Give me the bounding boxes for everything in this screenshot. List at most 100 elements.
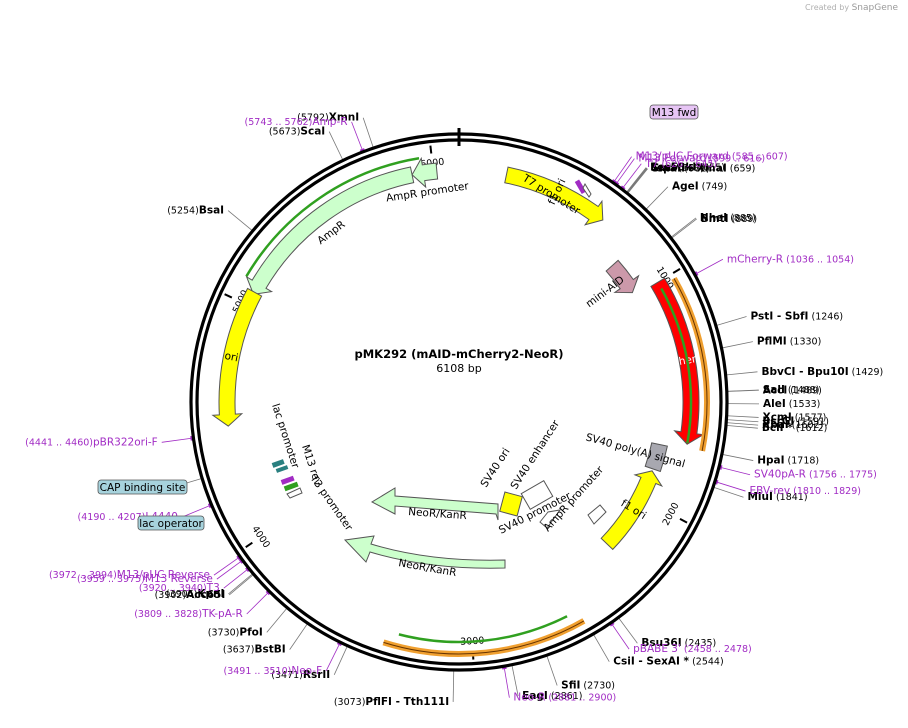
site-bsrgi-name: BsrGI	[762, 416, 794, 428]
primer-pbabe-3--name: pBABE 3'	[633, 643, 681, 655]
credit-prefix: Created by	[805, 3, 850, 12]
site-hpai-pos: (1718)	[785, 456, 820, 467]
site-mlui-name: MluI	[747, 491, 772, 503]
site-bbvci-pos: (1429)	[849, 367, 884, 378]
primer-pbabe-3--mark	[609, 622, 615, 627]
primer-t7-name: T7	[644, 158, 658, 170]
site-agei-name: AgeI	[672, 181, 699, 193]
lac-operator-box	[137, 515, 205, 531]
site-sfii-pos: (2730)	[580, 680, 615, 691]
tick-label-2000: 2000	[661, 501, 682, 528]
site-acc65i-label: (3902)Acc65I	[155, 589, 226, 601]
backbone-outer	[189, 132, 729, 672]
site-xbai-name: XbaI	[762, 419, 789, 431]
primer-t3-label: (3920 .. 3940)T3	[139, 582, 220, 594]
tick-mark-4000	[245, 541, 253, 549]
primer-ebv-rev-leader	[714, 481, 746, 492]
site-xcmi-leader	[726, 415, 759, 418]
site-sfii-leader	[546, 655, 558, 686]
site-alei-pos: (1533)	[786, 399, 821, 410]
site-bstbi-pos: (3637)	[223, 645, 255, 656]
site-alei-label: AleI (1533)	[763, 398, 820, 410]
site-kpni-pos: (3906)	[166, 589, 198, 600]
site-eagi-leader	[511, 664, 519, 697]
site-eagi-label: EagI (2861)	[522, 690, 582, 702]
site-acc65i-pos: (3902)	[155, 590, 187, 601]
primer-sv40pa-r-name: SV40pA-R	[754, 469, 806, 481]
primer-t7-leader	[621, 163, 642, 190]
neor-kanr-inner-label: NeoR/KanR	[408, 506, 467, 522]
backbone-rings	[189, 132, 729, 672]
primer-band	[383, 620, 585, 655]
site-smai-pos: (661)	[681, 164, 710, 175]
primer-m13-puc-reverse-pos: (3972 .. 3994)	[49, 570, 117, 581]
primer-amp-r-label: (5743 .. 5762)Amp-R	[245, 116, 348, 128]
site-kpni-label: (3906)KpnI	[166, 588, 225, 600]
primer-tk-pa-r-mark	[265, 590, 271, 596]
site-csii-label: CsiI - SexAI * (2544)	[613, 656, 723, 668]
site-pflmi-name: PflMI	[757, 336, 787, 348]
feature-label-5: SV40 poly(A) signal	[584, 431, 686, 470]
site-pfoi-leader	[266, 607, 288, 633]
cap-binding-site-label: CAP binding site	[100, 482, 186, 494]
site-acci-leader	[726, 389, 759, 392]
plasmid-length: 6108 bp	[436, 362, 481, 375]
t3-promoter-label: T3 promoter	[307, 472, 355, 534]
neor-kanr-inner-arrow	[370, 487, 499, 521]
site-bbvci-name: BbvCI - Bpu10I	[761, 366, 848, 378]
primer-t3-pos: (3920 .. 3940)	[139, 583, 207, 594]
primer-ebv-rev-mark	[715, 479, 719, 485]
site-saci-pos: (657)	[675, 163, 704, 174]
primer-ebv-rev-pos: (1810 .. 1829)	[790, 486, 861, 497]
primer-m13-puc-forward-pos: (585 .. 607)	[729, 152, 788, 163]
primer-l4440-pos: (4190 .. 4207)	[78, 512, 146, 523]
site-pflfi-label: (3073)PflFI - Tth111I	[334, 696, 449, 708]
primer-neo-f-mark	[336, 642, 342, 646]
site-acci-name: AccI	[763, 384, 787, 396]
site-xcmi-pos: (1577)	[792, 412, 827, 423]
site-bsai-leader	[227, 210, 253, 232]
site-eagi-pos: (2861)	[548, 691, 583, 702]
site-kpni-name: KpnI	[197, 588, 224, 600]
primer-neo-r-pos: (2881 .. 2900)	[545, 693, 616, 704]
site-smai-name: SmaI	[652, 163, 682, 175]
snapgene-credit: Created by SnapGene	[805, 3, 898, 13]
site-hpai-name: HpaI	[757, 455, 784, 467]
cap-binding-site-box	[97, 479, 188, 495]
site-pflfi-pos: (3073)	[334, 697, 366, 708]
site-sfii-label: SfiI (2730)	[561, 679, 615, 691]
site-bcli--leader	[725, 425, 758, 429]
primer-pbr322ori-f-mark	[190, 435, 193, 441]
primer-sv40pa-r-leader	[718, 466, 751, 476]
site-tspmi-pos: (659)	[727, 163, 756, 174]
primer-m13-puc-reverse-name: M13/pUC Reverse	[117, 569, 210, 581]
site-xmni-pos: (5792)	[297, 113, 329, 124]
primer-m13-reverse-name: M13 Reverse	[145, 573, 213, 585]
site-sali-label: SalI (1488)	[763, 384, 820, 396]
site-bsai-name: BsaI	[199, 205, 224, 217]
site-tspmi-leader	[626, 168, 648, 194]
primer-m13-reverse-mark	[238, 559, 244, 564]
site-bstbi-name: BstBI	[254, 644, 285, 656]
primer-neo-r-name: Neo-R	[513, 692, 545, 704]
primer-band	[673, 278, 708, 452]
primer-tk-pa-r-name: TK-pA-R	[201, 608, 243, 620]
site-nhei-name: NheI	[700, 212, 727, 224]
feature-label-6: ori	[224, 350, 240, 364]
site-sali-name: SalI	[763, 384, 785, 396]
primer-ebv-rev-label: EBV-rev (1810 .. 1829)	[749, 485, 861, 497]
primer-m13-puc-reverse-label: (3972 .. 3994)M13/pUC Reverse	[49, 569, 210, 581]
site-bmti-name: BmtI	[701, 213, 729, 225]
primer-l4440-mark	[207, 503, 212, 509]
primer-neo-r-mark	[501, 666, 507, 670]
site-acci-label: AccI (1489)	[763, 384, 822, 396]
site-xmni-name: XmnI	[329, 112, 359, 124]
site-bsrgi-label: BsrGI (1591)	[762, 416, 829, 428]
primer-band	[245, 157, 420, 277]
cap-site-mark	[275, 465, 289, 473]
site-smai-label: SmaI (661)	[652, 163, 710, 175]
site-eco53ki-name: Eco53kI	[650, 162, 696, 174]
site-bmti-label: BmtI (889)	[701, 213, 757, 225]
